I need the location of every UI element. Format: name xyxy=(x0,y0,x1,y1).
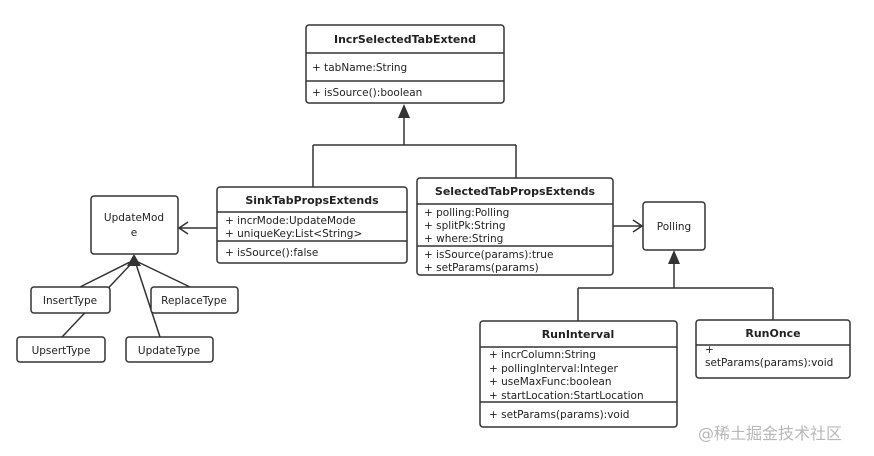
attribute: + polling:Polling xyxy=(424,207,509,219)
class-run-once[interactable]: RunOnce + setParams(params):void xyxy=(695,319,851,379)
class-insert-type[interactable]: InsertType xyxy=(30,286,111,314)
method: + xyxy=(705,344,714,356)
association-selected-polling xyxy=(613,219,644,233)
attribute: + useMaxFunc:boolean xyxy=(489,376,612,388)
method: setParams(params):void xyxy=(705,357,833,369)
class-name: IncrSelectedTabExtend xyxy=(334,33,476,46)
inheritance-incr xyxy=(312,104,517,187)
class-selected-tab-props-extends[interactable]: SelectedTabPropsExtends + polling:Pollin… xyxy=(416,177,614,276)
inheritance-polling xyxy=(577,250,774,321)
class-incr-selected-tab-extend[interactable]: IncrSelectedTabExtend + tabName:String +… xyxy=(305,24,505,104)
class-run-interval[interactable]: RunInterval + incrColumn:String + pollin… xyxy=(479,320,678,428)
attribute: + startLocation:StartLocation xyxy=(489,390,644,402)
class-update-type[interactable]: UpdateType xyxy=(125,336,214,363)
class-name: Polling xyxy=(657,221,691,233)
class-name: e xyxy=(131,227,137,239)
attribute: + pollingInterval:Integer xyxy=(489,363,618,375)
class-upsert-type[interactable]: UpsertType xyxy=(16,336,106,363)
attribute: + tabName:String xyxy=(312,62,407,74)
class-name: UpdateType xyxy=(138,345,200,357)
method: + setParams(params) xyxy=(424,262,539,274)
attribute: + incrMode:UpdateMode xyxy=(225,215,356,227)
class-sink-tab-props-extends[interactable]: SinkTabPropsExtends + incrMode:UpdateMod… xyxy=(216,186,408,264)
attribute: + where:String xyxy=(424,233,503,245)
method: + setParams(params):void xyxy=(489,409,629,421)
class-name: RunInterval xyxy=(542,328,615,341)
class-name: UpdateMod xyxy=(104,212,164,224)
association-sink-updatemode xyxy=(177,221,217,235)
attribute: + splitPk:String xyxy=(424,220,506,232)
attribute: + incrColumn:String xyxy=(489,349,596,361)
method: + isSource():false xyxy=(225,247,318,259)
method: + isSource():boolean xyxy=(312,87,422,99)
method: + isSource(params):true xyxy=(424,249,553,261)
class-name: SinkTabPropsExtends xyxy=(245,194,379,207)
class-name: SelectedTabPropsExtends xyxy=(435,185,596,198)
watermark: @稀土掘金技术社区 xyxy=(698,424,843,443)
class-name: ReplaceType xyxy=(161,295,227,307)
class-name: InsertType xyxy=(43,295,97,307)
class-name: RunOnce xyxy=(745,327,800,340)
class-update-mode[interactable]: UpdateMod e xyxy=(90,195,179,255)
class-replace-type[interactable]: ReplaceType xyxy=(150,286,239,314)
inheritance-updatemode xyxy=(61,254,191,338)
class-name: UpsertType xyxy=(32,345,91,357)
class-polling[interactable]: Polling xyxy=(642,201,706,251)
attribute: + uniqueKey:List<String> xyxy=(225,228,362,240)
